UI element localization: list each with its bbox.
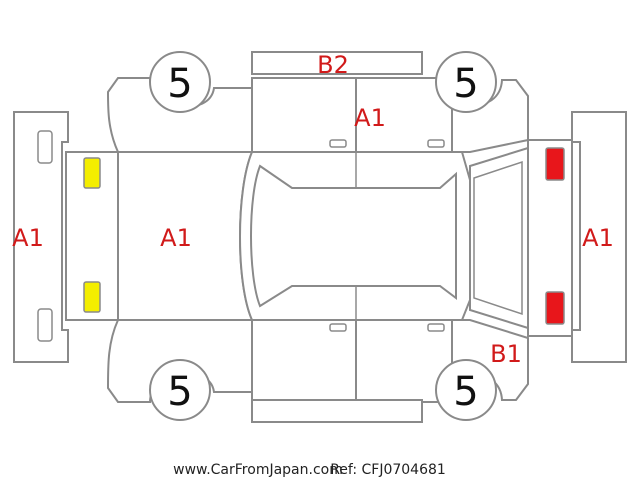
mark-right-side-top: B2 (317, 51, 349, 79)
footer-site: www.CarFromJapan.com (173, 462, 343, 478)
rear-lamp-top (545, 147, 565, 181)
tire-front-right-grade: 5 (167, 61, 192, 107)
tire-rear-right-grade: 5 (453, 61, 478, 107)
tire-front-left-grade: 5 (167, 369, 192, 415)
rear-bumper (571, 111, 627, 363)
right-side-panels (106, 51, 529, 153)
mark-left-rear-quarter: B1 (490, 340, 522, 368)
front-panel (65, 151, 121, 321)
tire-front-left: 5 (149, 359, 211, 421)
front-lamp-bottom (83, 281, 101, 313)
footer-ref: Ref: CFJ0704681 (330, 462, 446, 478)
rear-hatch (469, 146, 529, 330)
mark-right-rear-door: A1 (354, 104, 386, 132)
front-bumper (13, 111, 69, 363)
tire-rear-left: 5 (435, 359, 497, 421)
mark-front-bumper: A1 (12, 224, 44, 252)
cabin-roof (239, 151, 471, 321)
tire-rear-right: 5 (435, 51, 497, 113)
rear-lamp-bottom (545, 291, 565, 325)
tire-rear-left-grade: 5 (453, 369, 478, 415)
front-lamp-top (83, 157, 101, 189)
mark-rear-bumper: A1 (582, 224, 614, 252)
tire-front-right: 5 (149, 51, 211, 113)
rear-panel (527, 139, 573, 337)
left-side-panels (106, 319, 529, 423)
mark-hood: A1 (160, 224, 192, 252)
